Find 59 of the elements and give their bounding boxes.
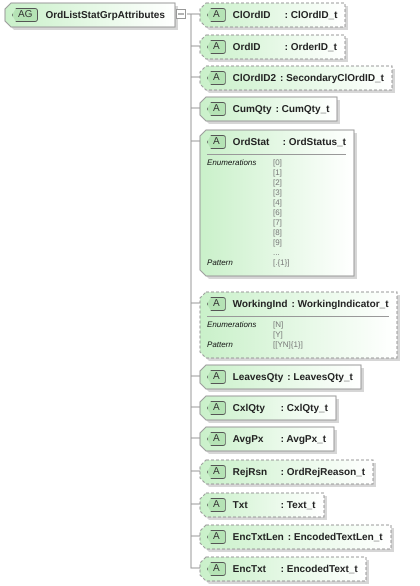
type-name: : CumQty_t	[276, 104, 330, 114]
attribute-box	[200, 427, 334, 451]
type-name: : OrderID_t	[284, 42, 337, 52]
kind-tag: A	[207, 71, 226, 85]
type-name: : LeavesQty_t	[287, 372, 353, 382]
type-name: : WorkingIndicator_t	[291, 298, 389, 310]
attribute-name: CxlQty	[232, 402, 266, 414]
facet-label: Pattern	[207, 340, 234, 350]
attribute-name: RejRsn	[232, 466, 268, 478]
attribute-name: WorkingInd	[232, 298, 288, 310]
facet-label: Enumerations	[207, 320, 258, 331]
kind-tag: A	[207, 297, 226, 311]
kind-tag: A	[207, 370, 226, 384]
attribute-box	[200, 130, 354, 276]
facet-label: Enumerations	[207, 158, 258, 169]
type-name: : OrdRejReason_t	[280, 466, 366, 478]
attribute-box	[200, 557, 366, 581]
attribute-name: ClOrdID	[232, 10, 272, 20]
kind-tag: AG	[12, 8, 38, 22]
type-name: : EncodedText_t	[280, 564, 358, 574]
kind-tag: A	[207, 562, 226, 576]
type-name: : OrdStatus_t	[282, 136, 346, 148]
type-name: : CxlQty_t	[280, 402, 328, 414]
attribute-name: LeavesQty	[232, 372, 284, 382]
kind-tag: A	[207, 530, 226, 544]
attribute-box	[200, 525, 391, 549]
kind-tag: A	[207, 40, 226, 54]
facet-values: [.{1}]	[273, 258, 290, 268]
attribute-name: EncTxtLen	[232, 532, 284, 542]
kind-tag: A	[207, 465, 226, 479]
attribute-box	[200, 66, 392, 90]
kind-tag: A	[207, 102, 226, 116]
attribute-box	[200, 3, 346, 27]
type-name: : EncodedTextLen_t	[288, 532, 383, 542]
type-name: : SecondaryClOrdID_t	[280, 72, 384, 84]
attribute-box	[200, 97, 338, 121]
kind-tag: A	[207, 135, 226, 149]
kind-tag: A	[207, 401, 226, 415]
attribute-group-box	[5, 3, 187, 27]
attribute-name: EncTxt	[232, 564, 268, 574]
attribute-box	[200, 292, 397, 358]
type-name: : ClOrdID_t	[284, 10, 338, 20]
attribute-box	[200, 35, 345, 59]
type-name: : AvgPx_t	[280, 434, 326, 444]
facet-label: Pattern	[207, 258, 234, 268]
attribute-box	[200, 460, 374, 484]
attribute-name: CumQty	[232, 104, 272, 114]
attribute-box	[200, 396, 336, 420]
kind-tag: A	[207, 8, 226, 22]
facet-values: [0] [1] [2] [3] [4] [6] [7] [8] [9] ...	[273, 158, 282, 258]
attribute-name: OrdID	[232, 42, 262, 52]
facet-values: [N] [Y]	[273, 320, 284, 340]
kind-tag: A	[207, 432, 226, 446]
attribute-name: OrdListStatGrpAttributes	[45, 10, 165, 20]
facet-values: [[YN]{1}]	[273, 340, 303, 350]
attribute-name: AvgPx	[232, 434, 264, 444]
attribute-box	[200, 365, 361, 389]
attribute-name: ClOrdID2	[232, 72, 276, 84]
attribute-name: OrdStat	[232, 136, 270, 148]
